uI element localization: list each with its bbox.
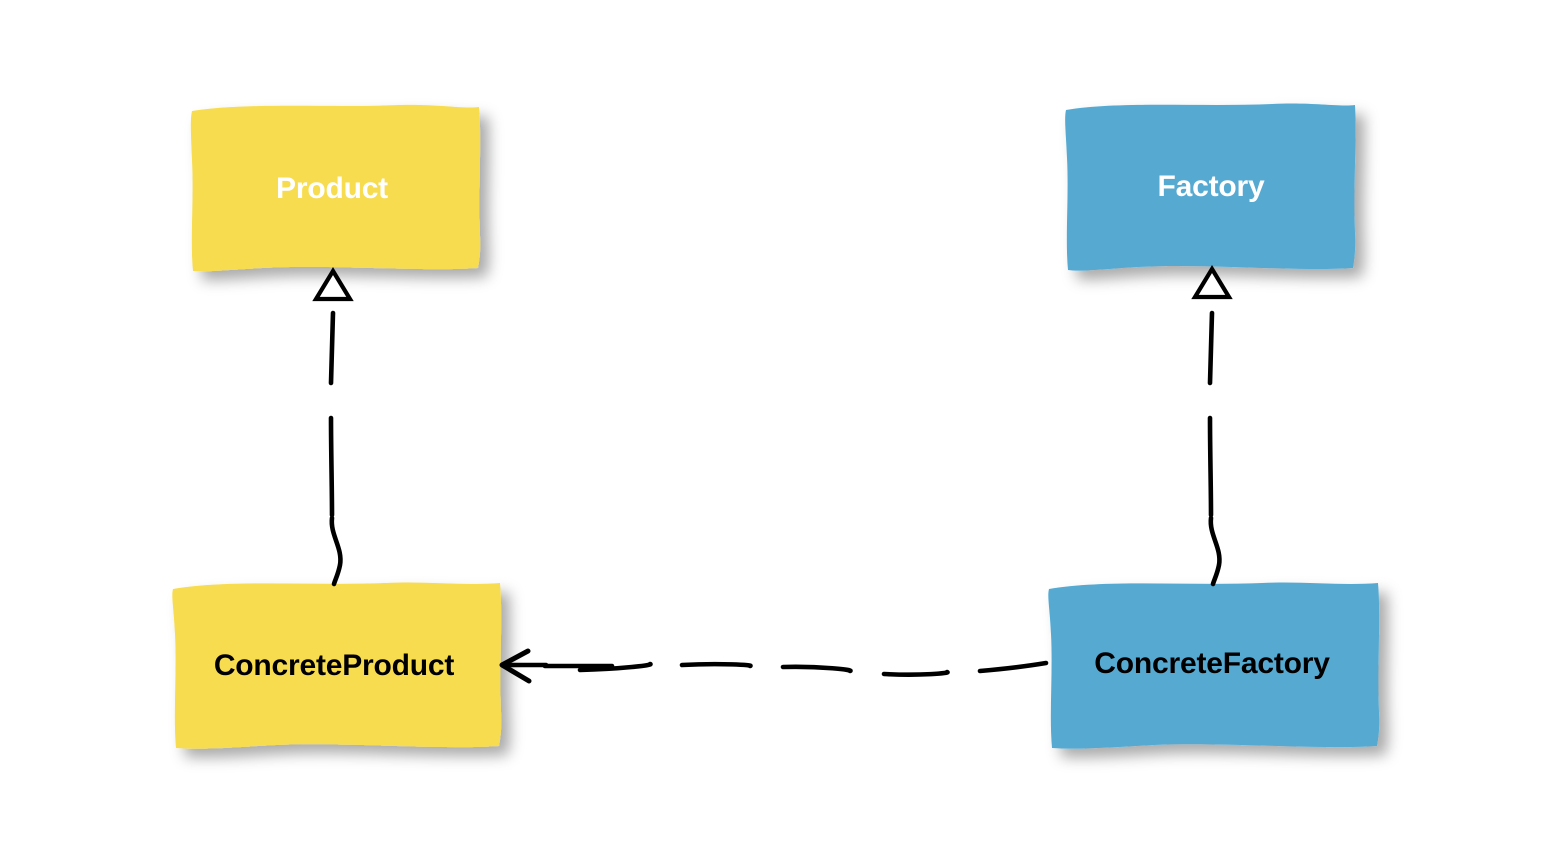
node-factory-shape: [1065, 103, 1356, 271]
edge-creates-dash-3: [679, 661, 753, 669]
edge-inherit-factory-dash-2: [1207, 415, 1214, 518]
node-concrete-product[interactable]: ConcreteProduct: [172, 582, 502, 749]
edge-inherit-factory-arrowhead: [1191, 264, 1233, 300]
edge-creates-dash-6: [977, 660, 1049, 674]
node-product-shape: [190, 104, 481, 272]
node-concrete-product-shape: [172, 582, 502, 749]
edge-inherit-product[interactable]: [312, 266, 354, 587]
node-product[interactable]: Product: [190, 104, 481, 272]
edge-creates-dash-5: [881, 669, 950, 677]
edge-inherit-factory-dash-3: [1208, 515, 1222, 587]
node-concrete-factory[interactable]: ConcreteFactory: [1048, 582, 1380, 749]
edge-inherit-product-dash-1: [328, 310, 336, 386]
edge-inherit-product-arrowhead: [312, 266, 354, 302]
edge-creates-dash-4: [780, 664, 853, 674]
node-factory[interactable]: Factory: [1065, 103, 1356, 271]
edge-inherit-factory[interactable]: [1191, 264, 1233, 587]
edge-creates-dash-2: [577, 661, 653, 673]
edge-inherit-product-dash-2: [328, 415, 335, 518]
edge-creates[interactable]: [499, 648, 1049, 684]
edge-inherit-factory-dash-1: [1207, 310, 1215, 386]
node-concrete-factory-shape: [1048, 582, 1380, 749]
edge-inherit-product-dash-3: [329, 515, 343, 587]
